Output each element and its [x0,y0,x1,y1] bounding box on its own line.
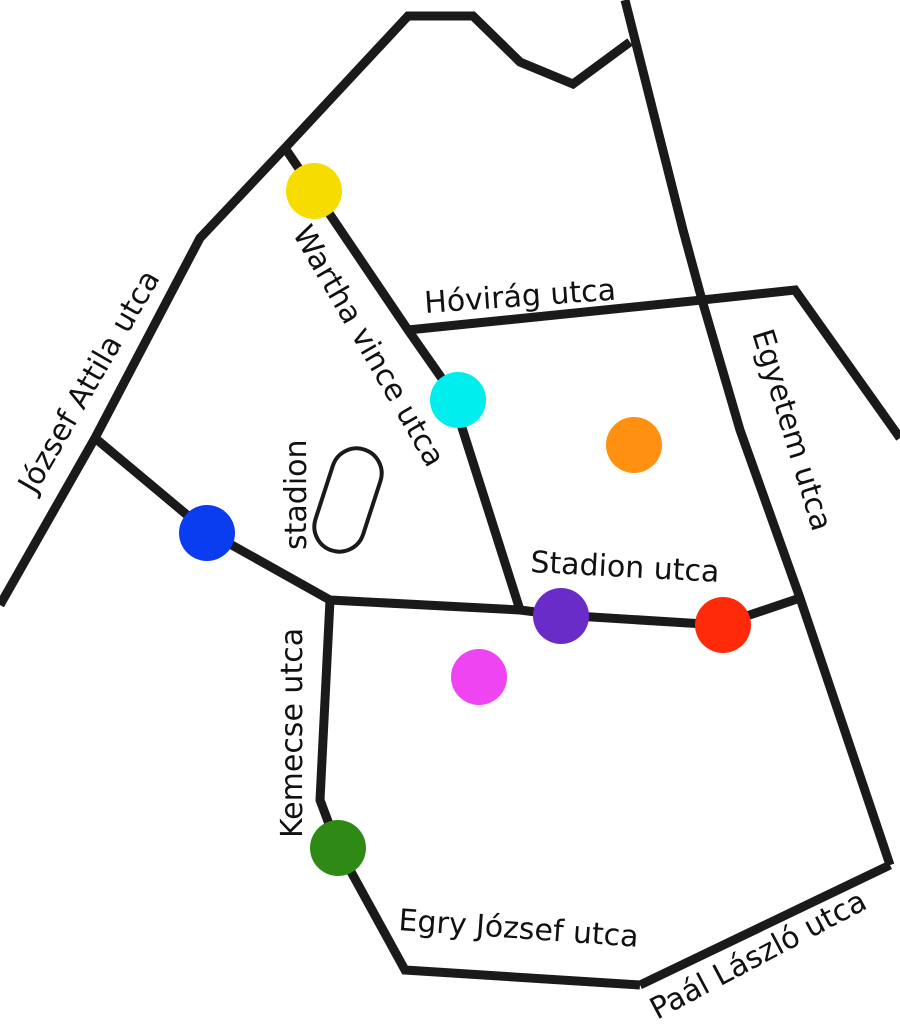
label-wartha-vince-utca: Wartha vince utca [285,220,452,473]
marker-green[interactable] [310,820,366,876]
label-kemecse-utca: Kemecse utca [275,628,310,838]
marker-yellow[interactable] [286,163,342,219]
road-hovirag-utca [407,285,900,441]
marker-red[interactable] [695,597,751,653]
marker-blue[interactable] [179,505,235,561]
road-egry-jozsef-utca [334,845,641,990]
label-stadion-utca: Stadion utca [530,545,721,590]
road-egyetem-utca [620,0,895,867]
marker-orange[interactable] [606,417,662,473]
markers [179,163,751,876]
road-wartha-vince-utca [281,145,525,612]
roads [0,0,900,990]
stadium-landmark [312,446,384,554]
label-paal-laszlo-utca: Paál László utca [644,884,872,1027]
marker-purple[interactable] [533,588,589,644]
marker-cyan[interactable] [430,372,486,428]
label-jozsef-attila-utca: József Attila utca [11,264,168,501]
road-kemecse-utca [315,599,343,850]
label-egyetem-utca: Egyetem utca [744,325,839,535]
label-egry-jozsef-utca: Egry József utca [397,903,639,955]
label-stadion-landmark: stadion [279,439,314,550]
road-paal-laszlo-utca [638,860,892,990]
stadium-outline [312,446,384,554]
marker-magenta[interactable] [451,649,507,705]
road-northern-boundary [0,11,633,608]
